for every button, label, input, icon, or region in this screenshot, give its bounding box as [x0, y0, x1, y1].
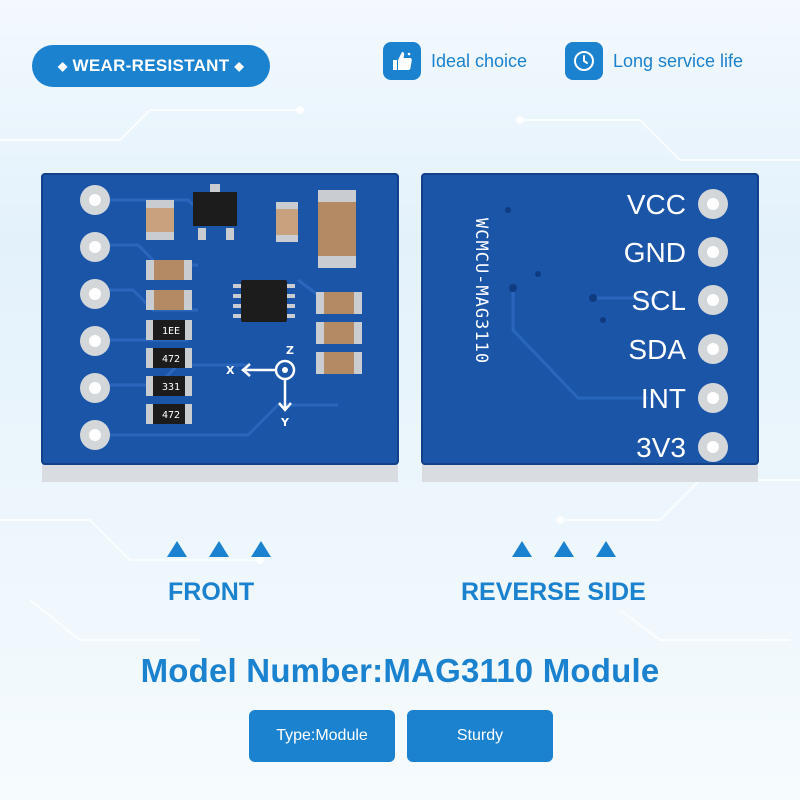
axis-label-y: Y [280, 416, 290, 429]
axis-marker [241, 359, 296, 412]
triangle-up-icon [209, 541, 229, 557]
wear-resistant-badge: ◆ WEAR-RESISTANT ◆ [32, 45, 270, 87]
reverse-board-image: WCMCU-MAG3110 VCC GND SCL SDA INT 3V3 [421, 173, 759, 482]
pin-label-vcc: VCC [627, 189, 686, 220]
wear-resistant-label: WEAR-RESISTANT [72, 56, 230, 75]
resistor-code: 472 [162, 410, 180, 421]
front-pin-holes [80, 185, 110, 450]
feature-label: Ideal choice [431, 50, 528, 71]
front-arrows [167, 541, 271, 557]
tag-type-module: Type:Module [249, 710, 395, 762]
axis-label-z: Z [286, 344, 294, 357]
model-number-title: Model Number:MAG3110 Module [140, 652, 660, 689]
pin-label-scl: SCL [632, 285, 686, 316]
thumbs-up-icon [383, 42, 421, 80]
resistor-code: 472 [162, 354, 180, 365]
pin-label-gnd: GND [624, 237, 686, 268]
silkscreen-text: WCMCU-MAG3110 [471, 218, 491, 364]
triangle-up-icon [554, 541, 574, 557]
front-caption: FRONT [168, 578, 255, 606]
board-edge [42, 460, 398, 482]
triangle-up-icon [596, 541, 616, 557]
pin-label-int: INT [641, 383, 686, 414]
feature-label: Long service life [613, 50, 744, 71]
axis-label-x: X [226, 364, 235, 377]
triangle-up-icon [512, 541, 532, 557]
board-edge [422, 460, 758, 482]
feature-ideal-choice: Ideal choice [383, 42, 527, 80]
mag3110-chip [241, 280, 287, 322]
diamond-icon: ◆ [234, 59, 244, 73]
reverse-caption: REVERSE SIDE [461, 578, 646, 606]
resistor-code: 1EE [162, 326, 180, 337]
clock-icon [565, 42, 603, 80]
tag-sturdy: Sturdy [407, 710, 553, 762]
pcb-reverse [422, 174, 758, 464]
diamond-icon: ◆ [58, 59, 68, 73]
resistor-code: 331 [162, 382, 180, 393]
pin-label-sda: SDA [628, 334, 686, 365]
reverse-pin-holes [698, 189, 728, 462]
triangle-up-icon [251, 541, 271, 557]
reverse-arrows [512, 541, 616, 557]
pin-label-3v3: 3V3 [636, 432, 686, 463]
front-board-image: 1EE 472 331 472 X Y Z [41, 173, 399, 482]
triangle-up-icon [167, 541, 187, 557]
feature-long-service-life: Long service life [565, 42, 743, 80]
